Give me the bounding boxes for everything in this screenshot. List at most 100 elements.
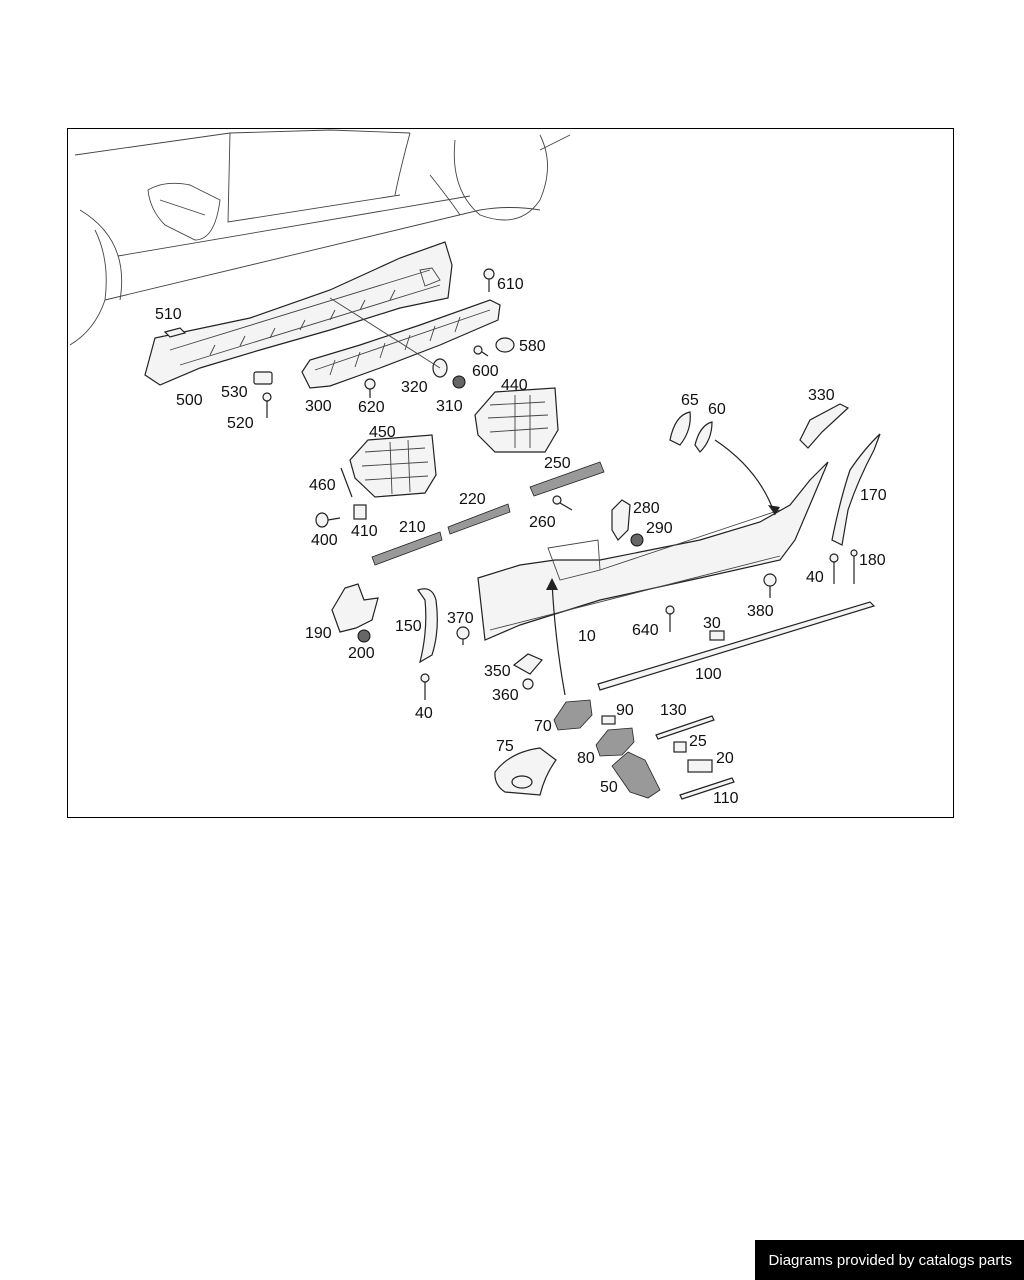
part-290-grommet bbox=[630, 533, 644, 547]
label-320: 320 bbox=[401, 379, 428, 396]
part-40-rivet-left bbox=[420, 673, 430, 700]
label-50: 50 bbox=[600, 779, 618, 796]
label-80: 80 bbox=[577, 750, 595, 767]
part-530-clip bbox=[253, 371, 273, 385]
label-290: 290 bbox=[646, 520, 673, 537]
part-360-nut bbox=[522, 678, 534, 690]
label-500: 500 bbox=[176, 392, 203, 409]
part-500-sill-carrier bbox=[144, 241, 453, 386]
part-200-nut bbox=[357, 629, 371, 643]
part-90-clip bbox=[601, 715, 616, 725]
label-10: 10 bbox=[578, 628, 596, 645]
label-100: 100 bbox=[695, 666, 722, 683]
part-440-grille bbox=[474, 387, 559, 453]
part-350-clip bbox=[512, 653, 543, 675]
part-300-sill-carrier bbox=[301, 299, 501, 389]
credit-banner: Diagrams provided by catalogs parts bbox=[754, 1240, 1024, 1280]
part-20-badge bbox=[687, 759, 713, 773]
label-200: 200 bbox=[348, 645, 375, 662]
label-460: 460 bbox=[309, 477, 336, 494]
car-body-outline bbox=[69, 129, 571, 346]
part-400-bolt bbox=[315, 512, 341, 528]
part-220-strip bbox=[447, 503, 511, 535]
label-620: 620 bbox=[358, 399, 385, 416]
label-180: 180 bbox=[859, 552, 886, 569]
part-30-clip bbox=[709, 630, 725, 641]
part-40-rivet-right bbox=[829, 553, 839, 584]
part-190-bracket bbox=[331, 583, 379, 633]
part-180-rivet bbox=[850, 549, 858, 584]
label-440: 440 bbox=[501, 377, 528, 394]
part-310-nut bbox=[452, 375, 466, 389]
part-150-arch-trim bbox=[417, 588, 438, 664]
label-170: 170 bbox=[860, 487, 887, 504]
label-310: 310 bbox=[436, 398, 463, 415]
part-450-grille bbox=[349, 434, 437, 498]
assembly-arrows bbox=[546, 439, 780, 696]
label-360: 360 bbox=[492, 687, 519, 704]
part-320-washer bbox=[329, 297, 448, 378]
label-510: 510 bbox=[155, 306, 182, 323]
label-210: 210 bbox=[399, 519, 426, 536]
part-260-pin bbox=[552, 495, 573, 511]
label-40-right: 40 bbox=[806, 569, 824, 586]
part-580-grommet bbox=[495, 337, 515, 353]
label-260: 260 bbox=[529, 514, 556, 531]
part-170-wheel-arch-trim bbox=[831, 433, 881, 546]
label-370: 370 bbox=[447, 610, 474, 627]
label-400: 400 bbox=[311, 532, 338, 549]
part-110-strip bbox=[679, 777, 735, 800]
label-25: 25 bbox=[689, 733, 707, 750]
part-380-bolt bbox=[763, 573, 777, 598]
diagram-frame bbox=[67, 128, 954, 818]
part-280-bracket bbox=[611, 499, 631, 541]
part-620-bolt bbox=[364, 378, 376, 398]
part-75-cover bbox=[494, 747, 557, 796]
part-510-clip bbox=[163, 327, 187, 338]
label-70: 70 bbox=[534, 718, 552, 735]
part-520-screw bbox=[262, 392, 272, 418]
label-20: 20 bbox=[716, 750, 734, 767]
label-40-left: 40 bbox=[415, 705, 433, 722]
label-65: 65 bbox=[681, 392, 699, 409]
part-250-strip bbox=[529, 461, 605, 497]
label-280: 280 bbox=[633, 500, 660, 517]
part-25-badge bbox=[673, 741, 687, 753]
label-380: 380 bbox=[747, 603, 774, 620]
label-410: 410 bbox=[351, 523, 378, 540]
part-370-bolt bbox=[456, 626, 470, 645]
part-460-strip bbox=[340, 467, 353, 498]
label-520: 520 bbox=[227, 415, 254, 432]
part-330-bracket bbox=[799, 403, 850, 449]
label-600: 600 bbox=[472, 363, 499, 380]
label-220: 220 bbox=[459, 491, 486, 508]
label-640: 640 bbox=[632, 622, 659, 639]
part-210-strip bbox=[371, 531, 443, 566]
part-60-65-lenses bbox=[669, 411, 713, 453]
part-600-bolt bbox=[473, 345, 489, 357]
part-labels: 510 500 530 520 300 620 320 310 610 580 … bbox=[155, 276, 887, 807]
label-110: 110 bbox=[713, 790, 739, 807]
label-330: 330 bbox=[808, 387, 835, 404]
part-130-strip bbox=[655, 715, 715, 740]
part-640-screw bbox=[665, 605, 675, 632]
label-300: 300 bbox=[305, 398, 332, 415]
label-130: 130 bbox=[660, 702, 687, 719]
label-610: 610 bbox=[497, 276, 524, 293]
part-610-bolt bbox=[483, 268, 495, 292]
label-75: 75 bbox=[496, 738, 514, 755]
label-90: 90 bbox=[616, 702, 634, 719]
label-350: 350 bbox=[484, 663, 511, 680]
label-530: 530 bbox=[221, 384, 248, 401]
label-250: 250 bbox=[544, 455, 571, 472]
label-190: 190 bbox=[305, 625, 332, 642]
label-30: 30 bbox=[703, 615, 721, 632]
part-50-mesh bbox=[611, 751, 661, 799]
part-10-side-skirt bbox=[477, 461, 829, 641]
part-100-trim-strip bbox=[597, 601, 876, 691]
part-410-clip bbox=[353, 504, 367, 520]
label-580: 580 bbox=[519, 338, 546, 355]
label-450: 450 bbox=[369, 424, 396, 441]
label-150: 150 bbox=[395, 618, 422, 635]
